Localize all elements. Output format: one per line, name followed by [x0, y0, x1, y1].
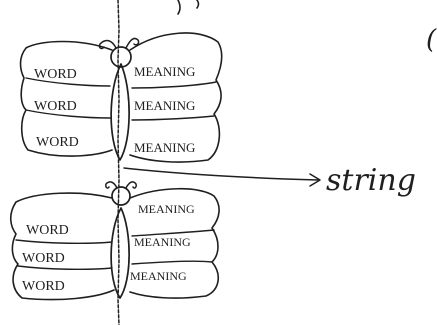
corner-glyph: ( — [426, 25, 437, 55]
word-label: WORD — [36, 135, 79, 150]
word-label: WORD — [22, 251, 65, 266]
string-label: string — [326, 163, 416, 198]
bottom-left-wing-divider-1 — [16, 240, 112, 243]
meaning-label: MEANING — [134, 235, 191, 249]
top-butterfly: WORD WORD WORD MEANING MEANING MEANING — [21, 33, 222, 162]
word-label: WORD — [34, 67, 77, 82]
bottom-butterfly: WORD WORD WORD MEANING MEANING MEANING — [11, 182, 219, 300]
meaning-label: MEANING — [134, 140, 195, 155]
meaning-label: MEANING — [130, 269, 187, 283]
bottom-left-antenna — [106, 182, 117, 188]
meaning-label: MEANING — [134, 98, 195, 113]
word-label: WORD — [26, 223, 69, 238]
word-label: WORD — [34, 99, 77, 114]
meaning-label: MEANING — [134, 64, 195, 79]
top-right-wing-divider-1 — [132, 82, 216, 88]
bottom-right-wing-divider-2 — [132, 261, 212, 264]
top-scribble — [178, 0, 180, 14]
bottom-body — [111, 208, 129, 298]
meaning-label: MEANING — [138, 202, 195, 216]
bottom-head — [112, 187, 130, 205]
top-scribble-2 — [197, 0, 199, 8]
word-label: WORD — [22, 279, 65, 294]
vertical-string-line — [118, 0, 119, 325]
string-arrow-shaft — [124, 168, 318, 180]
top-right-wing-divider-2 — [132, 116, 214, 120]
bottom-left-wing-divider-2 — [18, 266, 112, 269]
top-body — [111, 64, 129, 160]
bottom-right-antenna — [126, 182, 136, 188]
